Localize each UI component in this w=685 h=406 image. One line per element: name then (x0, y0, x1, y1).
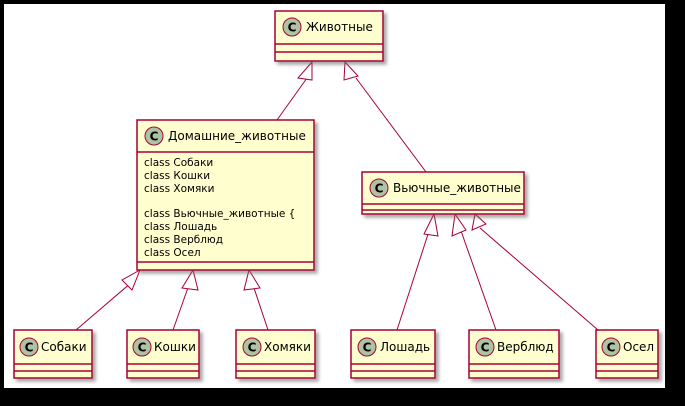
arrowhead-cats-domestic (181, 268, 199, 291)
edge-donkey-pack (479, 227, 599, 331)
class-marker-circle (282, 17, 302, 37)
edge-hamsters-domestic (251, 281, 269, 331)
class-marker-circle (132, 337, 152, 357)
edge-dogs-domestic (75, 281, 133, 331)
member-line: class Собаки (144, 157, 213, 169)
member-line: class Осел (144, 247, 201, 259)
class-pack-animals: C Вьючные_животные (361, 171, 525, 215)
class-name: Вьючные_животные (393, 181, 521, 195)
edge-cats-domestic (172, 281, 191, 331)
arrowhead-horse-pack (423, 212, 439, 237)
arrowhead-domestic-animals (297, 60, 313, 81)
arrowhead-donkey-pack (471, 213, 487, 231)
class-marker-circle (19, 337, 39, 357)
member-line: class Вьючные_животные { (144, 208, 295, 220)
arrowhead-pack-animals (343, 60, 359, 81)
class-marker-circle (369, 178, 389, 198)
edge-domestic-animals (276, 77, 308, 121)
class-name: Верблюд (497, 340, 554, 354)
member-line: class Хомяки (144, 183, 214, 195)
class-animals: C Животные (274, 10, 384, 62)
arrowhead-hamsters-domestic (243, 268, 261, 291)
class-name: Собаки (41, 340, 87, 354)
class-name: Лошадь (380, 340, 430, 354)
class-horse: C Лошадь (350, 329, 436, 379)
class-marker-letter: C (248, 341, 257, 355)
arrowhead-camel-pack (451, 212, 467, 237)
class-marker-circle (601, 337, 621, 357)
class-domestic-animals: C Домашние_животные class Собаки class К… (136, 119, 315, 271)
relations (75, 77, 599, 331)
member-line: class Верблюд (144, 234, 223, 246)
class-name: Хомяки (264, 340, 311, 354)
member-line: class Кошки (144, 170, 210, 182)
class-marker-circle (357, 337, 377, 357)
class-marker-letter: C (138, 341, 147, 355)
arrowheads (121, 60, 487, 291)
class-marker-letter: C (25, 341, 34, 355)
class-marker-letter: C (481, 341, 490, 355)
class-marker-letter: C (375, 182, 384, 196)
canvas-background (4, 4, 665, 388)
class-hamsters: C Хомяки (235, 329, 316, 379)
class-marker-letter: C (288, 21, 297, 35)
class-name: Домашние_животные (168, 129, 306, 143)
member-line: class Лошадь (144, 221, 217, 233)
class-marker-letter: C (150, 130, 159, 144)
edge-horse-pack (396, 227, 431, 331)
edge-camel-pack (459, 227, 497, 331)
class-cats: C Кошки (126, 329, 200, 379)
class-marker-circle (144, 126, 164, 146)
class-box (361, 171, 525, 215)
edge-pack-animals (355, 77, 427, 173)
class-marker-letter: C (363, 341, 372, 355)
class-name: Животные (306, 20, 373, 34)
class-name: Осел (623, 340, 654, 354)
class-box (136, 119, 315, 271)
arrowhead-dogs-domestic (121, 268, 141, 291)
class-marker-letter: C (607, 341, 616, 355)
class-name: Кошки (154, 340, 196, 354)
class-camel: C Верблюд (468, 329, 560, 379)
class-donkey: C Осел (595, 329, 659, 379)
class-dogs: C Собаки (13, 329, 93, 379)
class-marker-circle (242, 337, 262, 357)
class-marker-circle (475, 337, 495, 357)
